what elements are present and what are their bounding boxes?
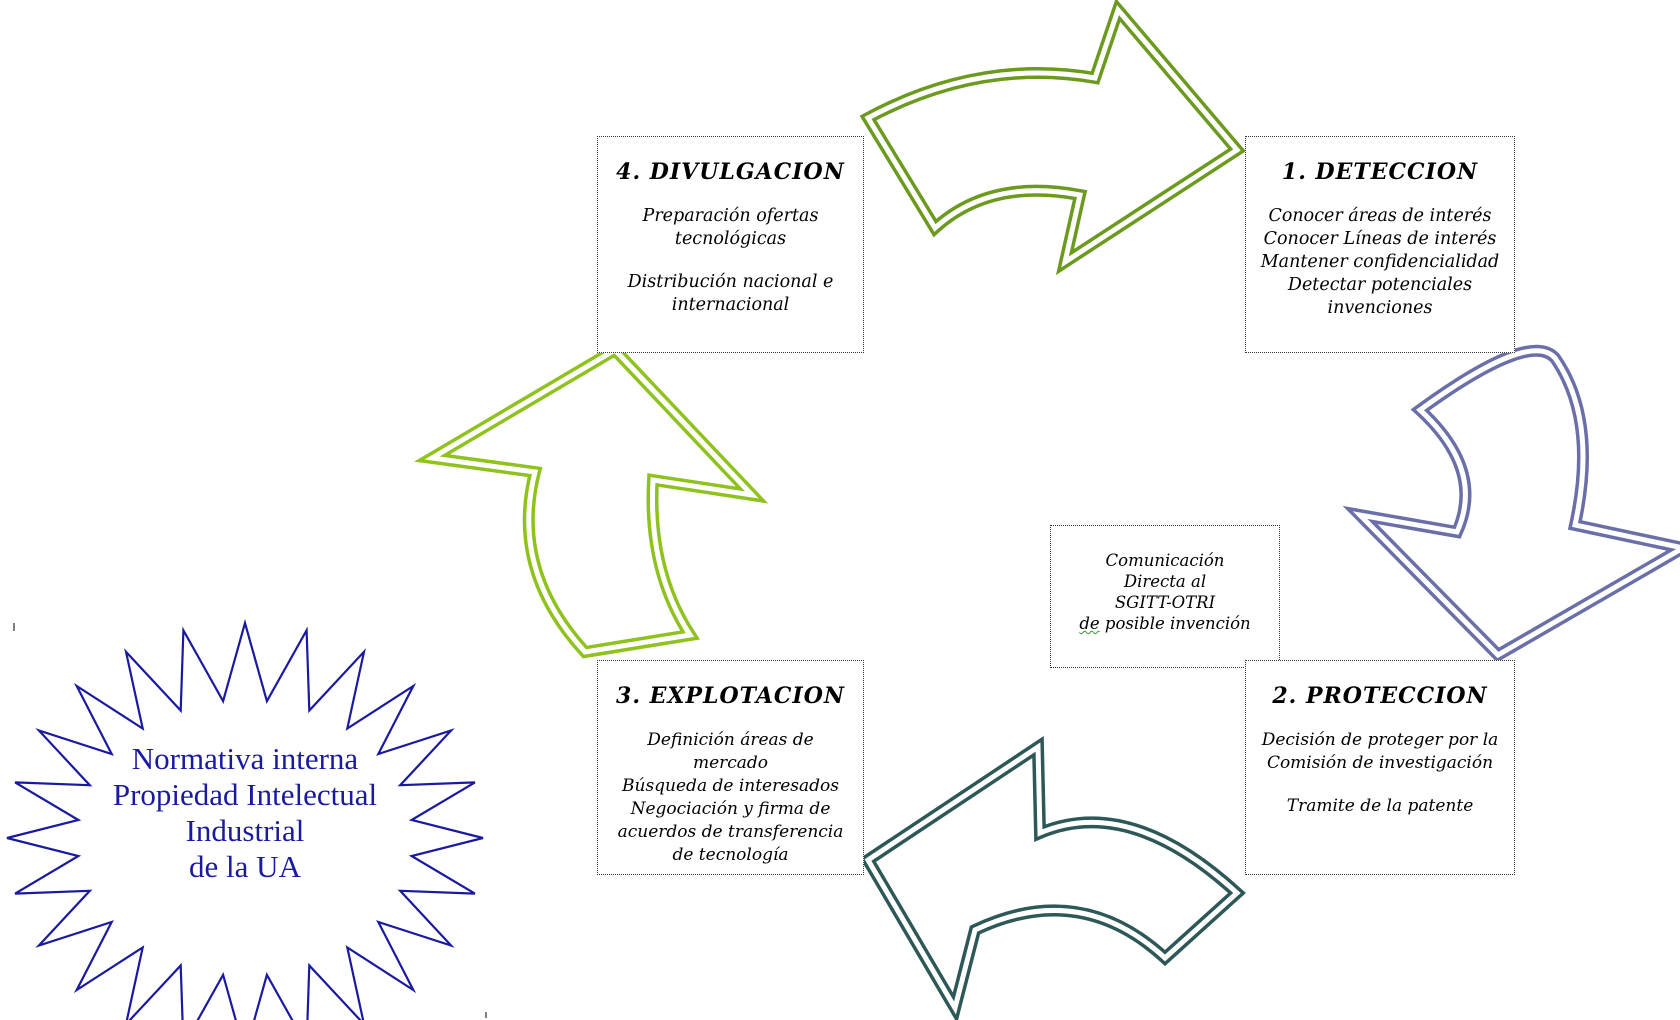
- star-line: Industrial: [185, 813, 305, 848]
- box-line: Negociación y firma de: [630, 799, 831, 819]
- box-line: tecnológicas: [674, 229, 787, 249]
- box-proteccion: 2. PROTECCION Decisión de proteger por l…: [1245, 660, 1515, 875]
- box-line: Definición áreas de: [647, 730, 814, 750]
- box-divulgacion: 4. DIVULGACION Preparación ofertas tecno…: [597, 136, 864, 353]
- box-line: de tecnología: [672, 845, 789, 865]
- box-line: Conocer Líneas de interés: [1263, 229, 1497, 249]
- box-explotacion: 3. EXPLOTACION Definición áreas de merca…: [597, 660, 864, 875]
- box-line: internacional: [671, 295, 790, 315]
- box-line: Mantener confidencialidad: [1260, 252, 1500, 272]
- star-label: Normativa interna Propiedad Intelectual …: [60, 741, 430, 885]
- arrow-top-icon: [859, 0, 1246, 276]
- box-title: 4. DIVULGACION: [616, 159, 845, 185]
- box-line: Decisión de proteger por la: [1261, 730, 1499, 750]
- box-comunicacion: Comunicación Directa al SGITT-OTRI de po…: [1050, 525, 1280, 668]
- arrow-bottom-icon: [859, 735, 1246, 1020]
- box-line: Comunicación: [1105, 551, 1225, 570]
- box-gap: [1246, 775, 1514, 795]
- star-burst-icon: [6, 618, 484, 1020]
- box-line: Directa al: [1123, 572, 1207, 591]
- box-line: Conocer áreas de interés: [1268, 206, 1492, 226]
- box-line: Detectar potenciales: [1287, 275, 1473, 295]
- box-line: Preparación ofertas: [642, 206, 819, 226]
- box-line: de posible invención: [1079, 614, 1251, 633]
- box-line: SGITT-OTRI: [1114, 593, 1216, 612]
- star-line: de la UA: [189, 849, 301, 884]
- arrow-right-icon: [1342, 344, 1680, 663]
- box-line: mercado: [692, 753, 769, 773]
- box-line: Búsqueda de interesados: [622, 776, 839, 796]
- box-title: 1. DETECCION: [1281, 159, 1479, 185]
- box-line: Distribución nacional e: [627, 272, 834, 292]
- arrow-left-icon: [414, 342, 769, 659]
- box-gap: [598, 251, 863, 271]
- box-title: 2. PROTECCION: [1272, 683, 1488, 709]
- box-title: 3. EXPLOTACION: [616, 683, 845, 709]
- box-line: Comisión de investigación: [1266, 753, 1494, 773]
- box-line: invenciones: [1327, 298, 1433, 318]
- star-line: Normativa interna: [131, 741, 359, 776]
- spellcheck-underline: de: [1079, 614, 1100, 633]
- box-line: Tramite de la patente: [1286, 796, 1474, 816]
- star-line: Propiedad Intelectual: [112, 777, 378, 812]
- box-deteccion: 1. DETECCION Conocer áreas de interés Co…: [1245, 136, 1515, 353]
- box-line: acuerdos de transferencia: [617, 822, 844, 842]
